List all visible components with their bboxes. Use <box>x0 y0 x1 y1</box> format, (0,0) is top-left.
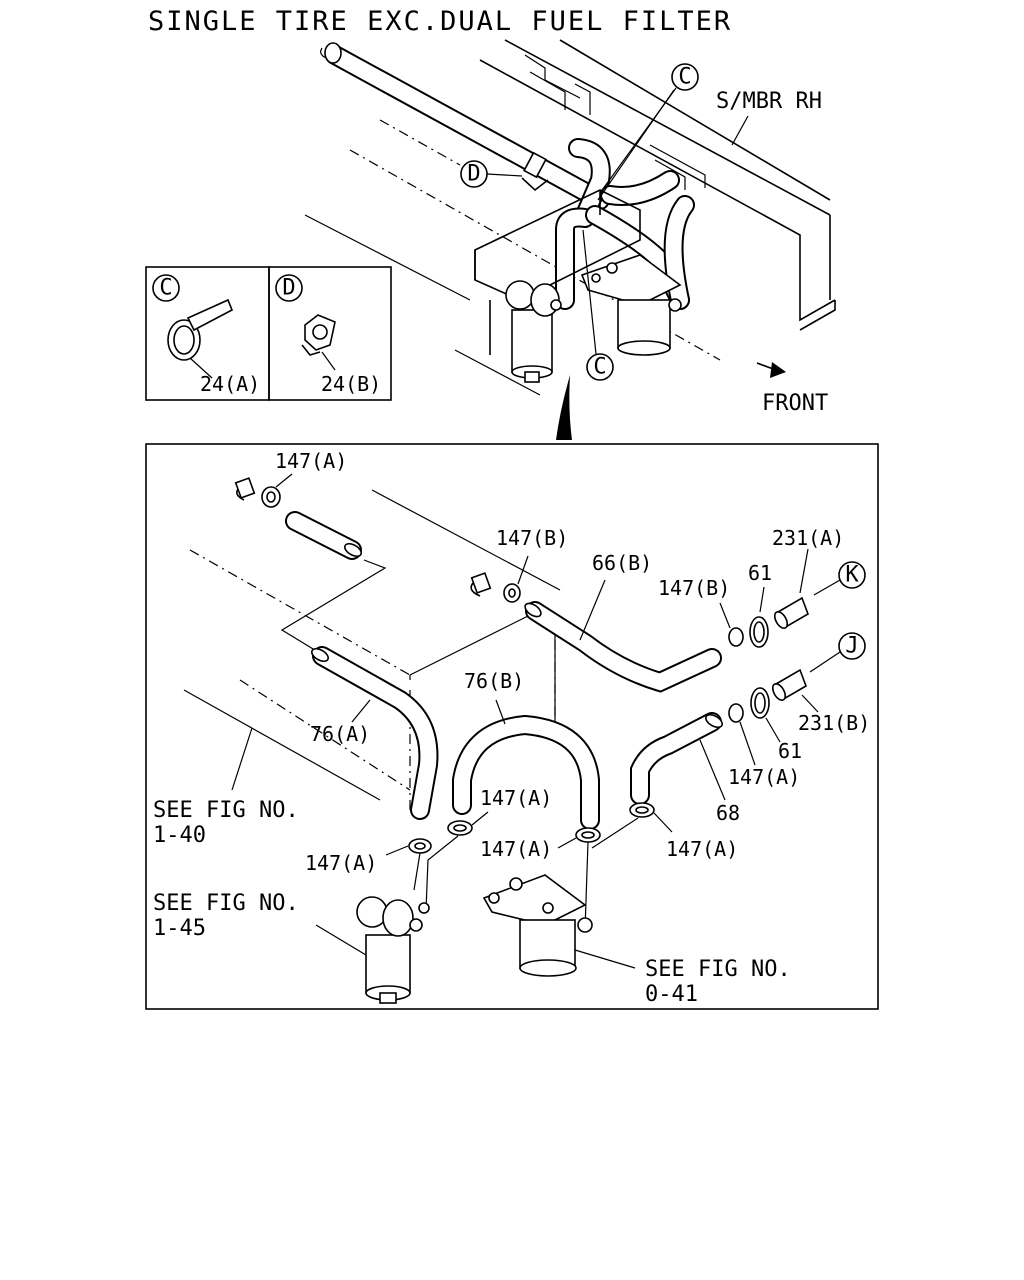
detail-c-part: 24(A) <box>200 372 260 396</box>
svg-text:C: C <box>678 65 691 90</box>
label-61-top: 61 <box>748 561 772 585</box>
front-label: FRONT <box>762 391 828 416</box>
callout-c-top: C <box>597 63 699 201</box>
label-231a: 231(A) <box>772 526 844 550</box>
label-76b: 76(B) <box>464 669 524 693</box>
leader-68 <box>699 739 726 801</box>
sleeve-231b <box>771 668 819 713</box>
hose-68 <box>630 712 723 805</box>
leader-1-45 <box>315 924 367 956</box>
clip-d-overview <box>521 151 549 192</box>
clamp-61-top <box>749 586 769 648</box>
svg-text:0-41: 0-41 <box>645 982 698 1007</box>
label-147a-right: 147(A) <box>728 765 800 789</box>
fitting-147b-right <box>719 602 744 647</box>
connector-j: J <box>809 632 866 673</box>
label-61-bottom: 61 <box>778 739 802 763</box>
leader-76b <box>495 699 506 725</box>
leader-1-40 <box>231 727 253 791</box>
label-147a-center-low: 147(A) <box>480 837 552 861</box>
fitting-147a-far-right <box>591 802 673 849</box>
label-231b: 231(B) <box>798 711 870 735</box>
detail-box-d: D 24(B) <box>268 266 392 401</box>
fuel-pipe-overview <box>320 42 610 210</box>
label-147a-top: 147(A) <box>275 449 347 473</box>
label-147a-center: 147(A) <box>480 786 552 810</box>
svg-text:C: C <box>159 276 172 301</box>
label-147b-mid: 147(B) <box>496 526 568 550</box>
fitting-147a-left <box>385 838 432 891</box>
callout-c-bottom: C <box>582 229 614 381</box>
detail-pointer-icon <box>556 375 572 440</box>
reference-fig-0-41: SEE FIG NO. 0-41 <box>645 957 791 1007</box>
clip-leader <box>321 351 336 371</box>
reference-fig-1-45: SEE FIG NO. 1-45 <box>153 891 299 941</box>
fitting-147a-top <box>234 473 293 508</box>
label-66b: 66(B) <box>592 551 652 575</box>
fuel-filter-left-overview <box>505 280 562 383</box>
clamp-61-bottom <box>750 687 781 743</box>
svg-text:D: D <box>467 162 480 187</box>
label-147b-right: 147(B) <box>658 576 730 600</box>
fitting-147a-right <box>728 703 756 766</box>
leader-76a <box>351 699 371 723</box>
svg-text:D: D <box>282 276 295 301</box>
side-member-frame <box>304 39 836 396</box>
detail-box-c: C 24(A) <box>145 266 270 401</box>
svg-text:SEE FIG NO.: SEE FIG NO. <box>153 798 299 823</box>
fuel-filter-left <box>356 896 430 1004</box>
detail-d-part: 24(B) <box>321 372 381 396</box>
cable-tie-icon <box>167 298 234 361</box>
leader-0-41 <box>574 949 636 969</box>
label-76a: 76(A) <box>310 722 370 746</box>
sleeve-231a <box>773 548 841 630</box>
reference-fig-1-40: SEE FIG NO. 1-40 <box>153 798 299 848</box>
exploded-view-panel: 147(A) 76(A) 147(B) <box>145 443 879 1010</box>
front-arrow-icon <box>756 362 786 378</box>
frame-label: S/MBR RH <box>716 89 822 114</box>
fitting-147a-center <box>425 811 489 911</box>
overview-illustration: C D C S/MBR RH FRONT <box>304 39 836 440</box>
svg-text:SEE FIG NO.: SEE FIG NO. <box>153 891 299 916</box>
svg-text:K: K <box>845 563 859 588</box>
svg-text:C: C <box>593 355 606 380</box>
diagram-title: SINGLE TIRE EXC.DUAL FUEL FILTER <box>148 6 732 37</box>
tie-leader <box>189 357 213 379</box>
leader-66b <box>579 579 606 641</box>
svg-text:SEE FIG NO.: SEE FIG NO. <box>645 957 791 982</box>
fitting-147a-center-low <box>557 827 601 931</box>
fuel-filter-right-overview <box>580 254 682 356</box>
connector-k: K <box>838 561 866 589</box>
svg-text:1-40: 1-40 <box>153 823 206 848</box>
label-68: 68 <box>716 801 740 825</box>
svg-text:J: J <box>845 634 858 659</box>
pipe-clip-icon <box>301 314 336 356</box>
svg-text:1-45: 1-45 <box>153 916 206 941</box>
fuel-filter-right <box>482 874 593 977</box>
hose-top-left <box>280 511 387 653</box>
filter-bracket-overview <box>474 189 641 355</box>
hose-76a <box>311 646 439 820</box>
fitting-147b-mid <box>470 555 529 603</box>
hose-76b <box>452 714 600 830</box>
label-147a-far-right: 147(A) <box>666 837 738 861</box>
hose-66b <box>524 601 722 693</box>
callout-d: D <box>460 160 523 188</box>
label-147a-left: 147(A) <box>305 851 377 875</box>
frame-label-leader <box>731 115 749 146</box>
